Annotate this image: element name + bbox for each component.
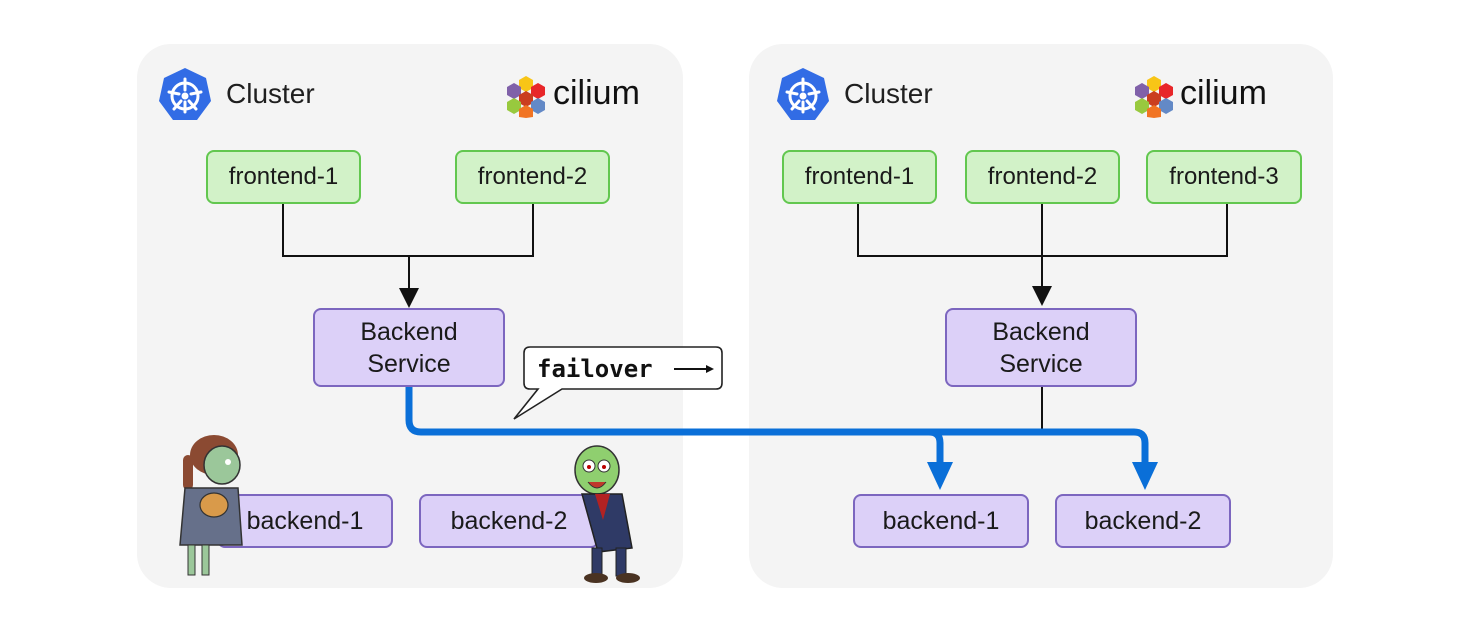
kubernetes-icon [777, 68, 829, 120]
frontend-node[interactable]: frontend-1 [206, 150, 361, 204]
service-label-line2: Service [367, 349, 451, 378]
cilium-logo-icon [1135, 76, 1173, 118]
cluster-label: Cluster [226, 78, 315, 109]
zombie-girl-icon [179, 435, 243, 576]
backend-node[interactable]: backend-1 [217, 494, 393, 548]
backend-node[interactable]: backend-1 [853, 494, 1029, 548]
cilium-logo-icon [507, 76, 545, 118]
frontend-node[interactable]: frontend-2 [965, 150, 1120, 204]
failover-arrowhead [927, 462, 953, 490]
backend-node[interactable]: backend-2 [419, 494, 599, 548]
failover-label: failover [537, 355, 653, 383]
backend-service-node[interactable]: Backend Service [313, 308, 505, 387]
service-label-line2: Service [999, 349, 1083, 378]
failover-arrowhead [1132, 462, 1158, 490]
backend-node[interactable]: backend-2 [1055, 494, 1231, 548]
frontend-node[interactable]: frontend-2 [455, 150, 610, 204]
frontend-node[interactable]: frontend-1 [782, 150, 937, 204]
zombie-man-icon [574, 445, 640, 583]
cilium-wordmark: cilium [553, 74, 640, 112]
cilium-wordmark: cilium [1180, 74, 1267, 112]
callout-bubble [513, 346, 723, 420]
backend-service-node[interactable]: Backend Service [945, 308, 1137, 387]
failover-path [405, 386, 944, 462]
service-label-line1: Backend [360, 317, 458, 346]
kubernetes-icon [159, 68, 211, 120]
service-label-line1: Backend [992, 317, 1090, 346]
arrow-right-icon [706, 365, 714, 373]
frontend-node[interactable]: frontend-3 [1146, 150, 1302, 204]
cluster-label: Cluster [844, 78, 933, 109]
